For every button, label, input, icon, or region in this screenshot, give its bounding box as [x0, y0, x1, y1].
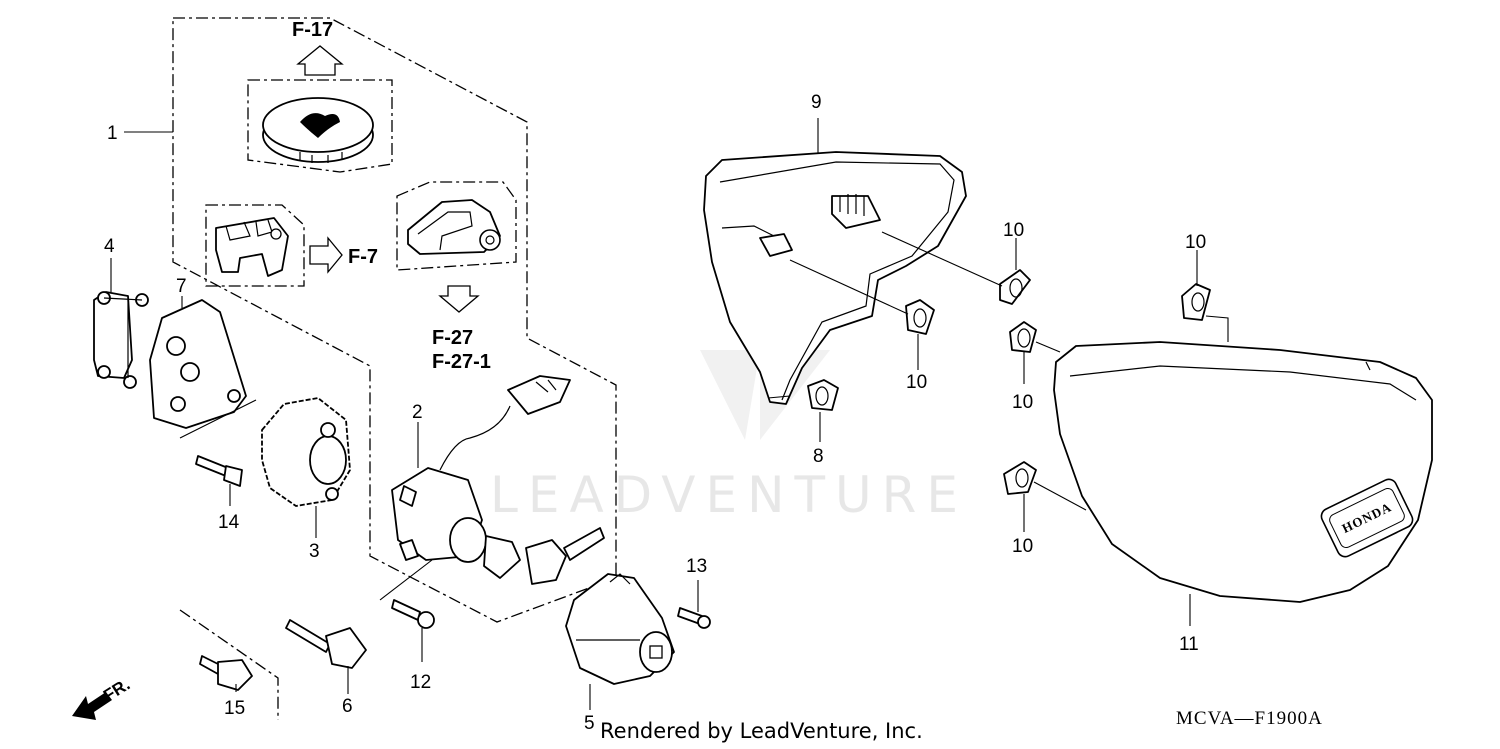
callout-8: 8: [813, 446, 824, 467]
seat-lock-part: [215, 217, 289, 277]
seat-lock-group-outline: [205, 204, 305, 287]
drawing-code: MCVA—F1900A: [1176, 708, 1323, 729]
bolt-14-part: [195, 455, 243, 487]
callout-15: 15: [224, 698, 245, 719]
ignition-switch-part: [391, 375, 605, 585]
side-cover-left-part: [703, 151, 967, 405]
leadventure-watermark: LEADVENTURE: [490, 350, 968, 524]
callout-3: 3: [309, 541, 320, 562]
callout-12: 12: [410, 672, 431, 693]
key-set-group-outline: [172, 17, 617, 623]
grommet-b-part: [905, 299, 935, 335]
grommet-c-part: [1181, 283, 1211, 321]
helmet-holder-group-outline: [396, 181, 517, 271]
screw-13-part: [677, 607, 711, 629]
callout-9: 9: [811, 92, 822, 113]
callout-14: 14: [218, 512, 240, 533]
callout-10-c: 10: [906, 372, 927, 393]
callout-5: 5: [584, 713, 595, 734]
grommet-d-part: [1009, 321, 1037, 353]
ignition-key-part: [285, 619, 367, 669]
ref-f27-1-label: F-27-1: [432, 351, 491, 373]
callout-labels: 1 2 3 4 5 6 7 8 9 10 10 10 10 10 11 12 1…: [104, 92, 1206, 734]
ref-f17-label: F-17: [292, 19, 333, 41]
key-group-outline: [179, 609, 279, 720]
callout-13: 13: [686, 556, 707, 577]
arrow-up-icon: [296, 45, 344, 76]
callout-6: 6: [342, 696, 353, 717]
callout-1: 1: [107, 123, 118, 144]
front-direction-indicator: FR.: [72, 675, 133, 720]
ref-f7-label: F-7: [348, 246, 378, 268]
bolt-12-part: [391, 599, 435, 629]
bracket-part: [93, 291, 149, 389]
grommet-a-part: [999, 269, 1031, 305]
blank-key-part: [199, 655, 253, 691]
fuel-cap-part: [262, 97, 374, 163]
watermark-text: LEADVENTURE: [490, 466, 968, 524]
ref-f27-label: F-27: [432, 327, 473, 349]
callout-10-b: 10: [1185, 232, 1206, 253]
render-credit: Rendered by LeadVenture, Inc.: [600, 719, 923, 743]
callout-2: 2: [412, 402, 423, 423]
arrow-down-icon: [438, 285, 480, 313]
arrow-right-icon: [309, 236, 343, 274]
switch-case-part: [565, 573, 675, 685]
grommet-8-part: [807, 379, 839, 411]
grommet-e-part: [1003, 461, 1037, 495]
callout-11: 11: [1179, 634, 1199, 655]
callout-4: 4: [104, 236, 115, 257]
side-cover-right-part: HONDA: [1053, 341, 1433, 603]
lock-rotor-part: [261, 397, 351, 507]
fuel-cap-group-outline: [247, 79, 393, 173]
front-arrow-icon: [72, 692, 112, 720]
callout-7: 7: [176, 276, 187, 297]
mount-plate-part: [149, 299, 247, 429]
leader-lines: [110, 118, 1229, 710]
callout-10-d: 10: [1012, 392, 1033, 413]
callout-10-e: 10: [1012, 536, 1033, 557]
helmet-holder-part: [407, 199, 501, 255]
callout-10-a: 10: [1003, 220, 1024, 241]
